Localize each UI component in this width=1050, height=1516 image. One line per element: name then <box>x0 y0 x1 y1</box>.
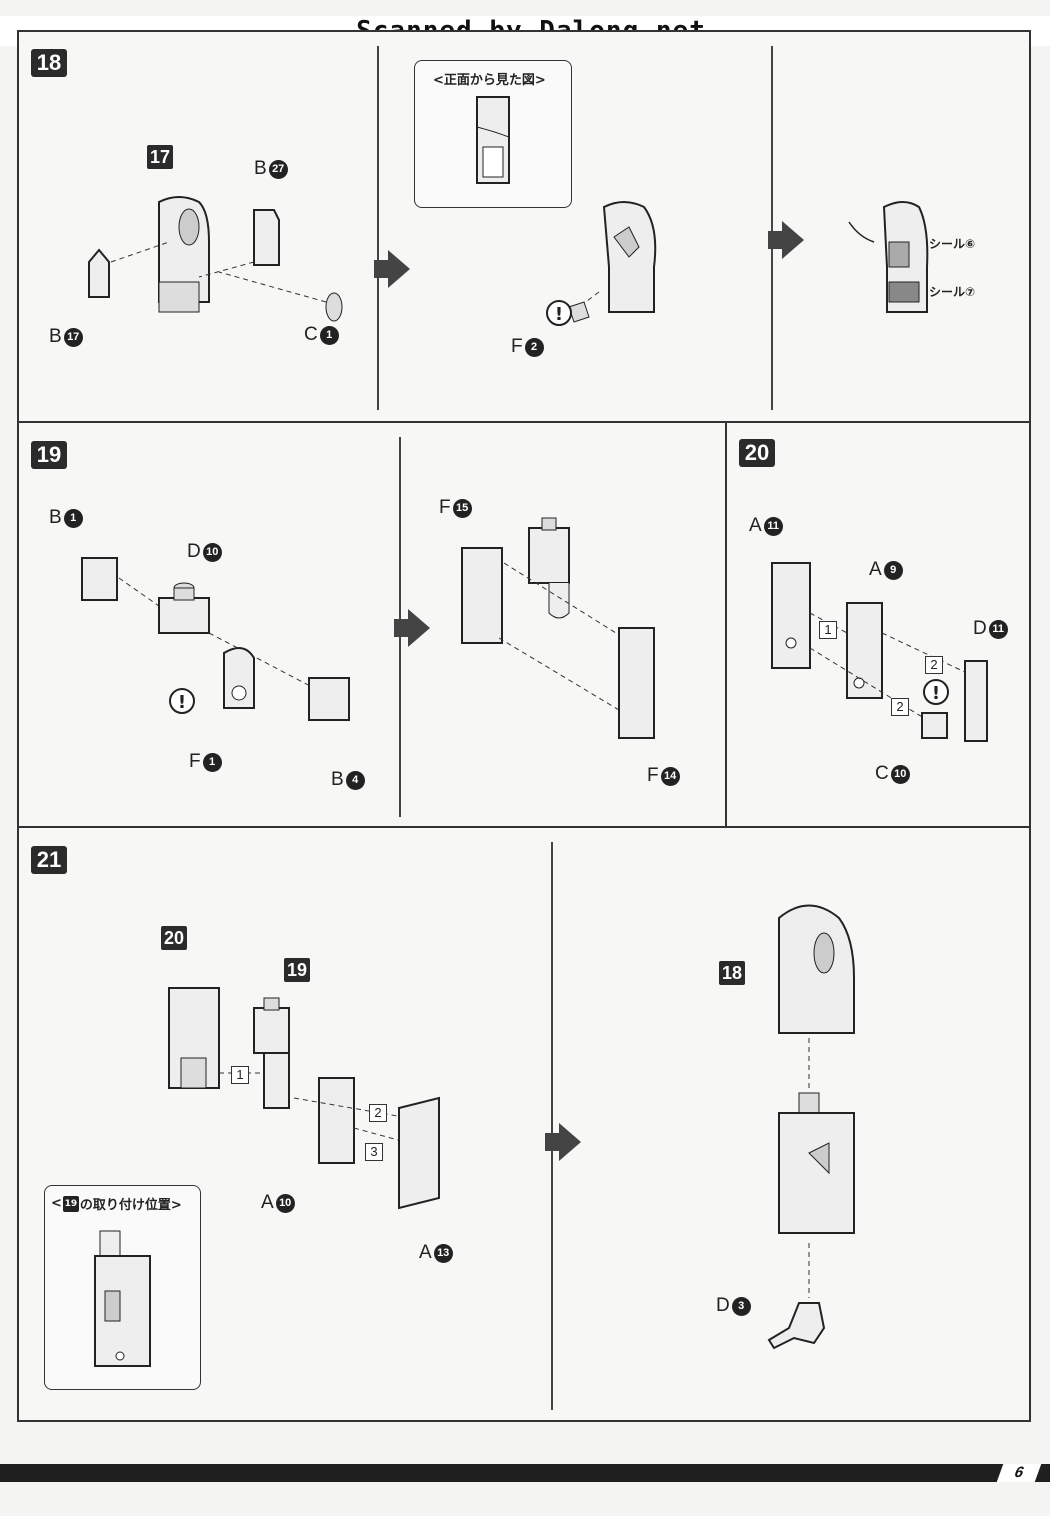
sticker-7-label: シール⑦ <box>929 285 976 299</box>
shoulder-with-stickers-drawing <box>848 201 929 313</box>
step-number: 19 <box>31 441 67 469</box>
leg-assembly-drawing <box>168 987 440 1210</box>
leg-final-drawing <box>767 904 855 1350</box>
mount-position-drawing <box>94 1230 151 1367</box>
next-arrow-icon <box>768 221 804 259</box>
order-2b: 2 <box>891 698 909 716</box>
page-number: 6 <box>996 1464 1042 1482</box>
inset-caption: < 19 の取り付け位置> <box>51 1195 182 1213</box>
step-number: 18 <box>31 49 67 77</box>
joint-parts-drawing <box>81 557 350 721</box>
caution-icon: ! <box>546 300 572 326</box>
part-ref-20: 20 <box>161 926 188 950</box>
order-3: 3 <box>365 1143 383 1161</box>
step-number: 20 <box>739 439 775 467</box>
footer-bar <box>0 1464 1050 1482</box>
shoulder-assembled-drawing <box>568 201 657 323</box>
next-arrow-icon <box>374 250 410 288</box>
part-ref-19: 19 <box>284 958 311 982</box>
divider <box>551 842 553 1410</box>
order-2: 2 <box>369 1104 387 1122</box>
order-1: 1 <box>231 1066 249 1084</box>
front-view-caption: <正面から見た図> <box>433 73 546 88</box>
sticker-6-label: シール⑥ <box>929 237 976 251</box>
step-number: 21 <box>31 846 67 874</box>
divider <box>771 46 773 410</box>
order-2: 2 <box>925 656 943 674</box>
caution-icon: ! <box>169 688 195 714</box>
caution-icon: ! <box>923 679 949 705</box>
mount-position-inset: < 19 の取り付け位置> <box>44 1185 201 1390</box>
divider <box>377 46 379 410</box>
part-ref-17: 17 <box>147 145 174 169</box>
frame-parts-drawing <box>771 562 988 742</box>
front-view-inset: <正面から見た図> <box>414 60 572 208</box>
next-arrow-icon <box>545 1123 581 1161</box>
shoulder-part-drawing <box>88 196 343 322</box>
next-arrow-icon <box>394 609 430 647</box>
part-ref-18: 18 <box>719 961 746 985</box>
order-1: 1 <box>819 621 837 639</box>
front-view-drawing <box>476 96 510 184</box>
joint-assembly-drawing <box>461 517 655 739</box>
